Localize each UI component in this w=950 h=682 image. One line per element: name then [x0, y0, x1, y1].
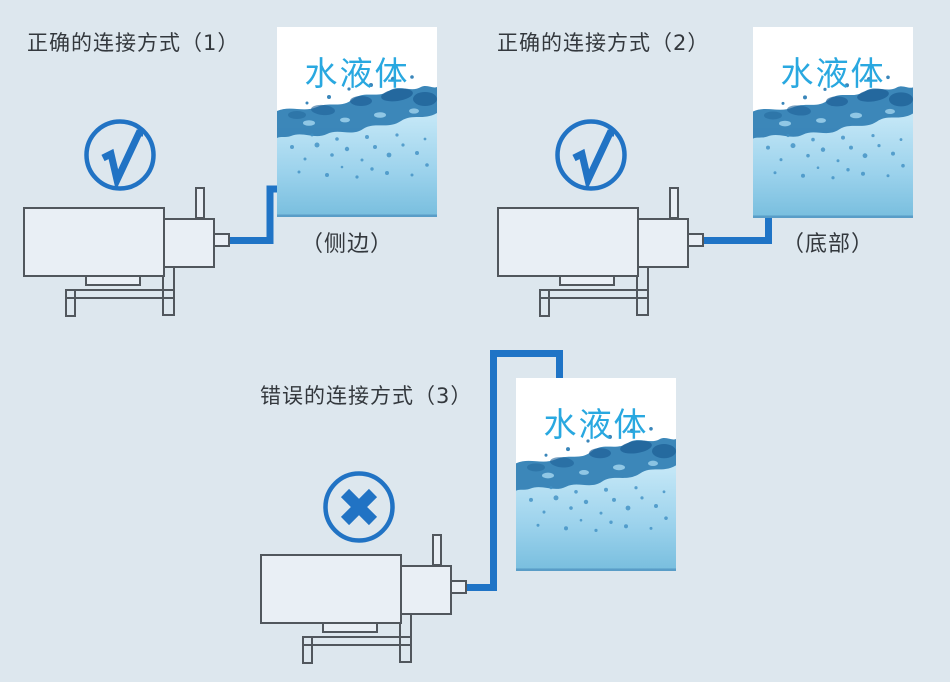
pipe-bottom-connection [703, 218, 772, 244]
pump-illustration [497, 187, 704, 317]
water-tank: 水液体 [516, 378, 676, 571]
connection-point-label: （侧边） [300, 232, 393, 257]
pump-illustration [260, 534, 467, 664]
tank-label: 水液体 [543, 405, 649, 444]
diagram-2-title: 正确的连接方式（2） [497, 31, 710, 55]
pipe-over-top-connection [466, 350, 563, 591]
water-tank: 水液体 [753, 27, 913, 218]
pipe-side-connection [229, 185, 278, 244]
tank-label: 水液体 [780, 54, 886, 93]
cross-icon [323, 471, 395, 543]
diagram-1-title: 正确的连接方式（1） [27, 31, 240, 55]
tank-label: 水液体 [304, 54, 410, 93]
water-tank: 水液体 [277, 27, 437, 217]
check-icon [84, 119, 156, 191]
check-icon [555, 119, 627, 191]
diagram-3-title: 错误的连接方式（3） [260, 384, 473, 408]
connection-point-label: （底部） [781, 232, 874, 257]
pump-illustration [23, 187, 230, 317]
